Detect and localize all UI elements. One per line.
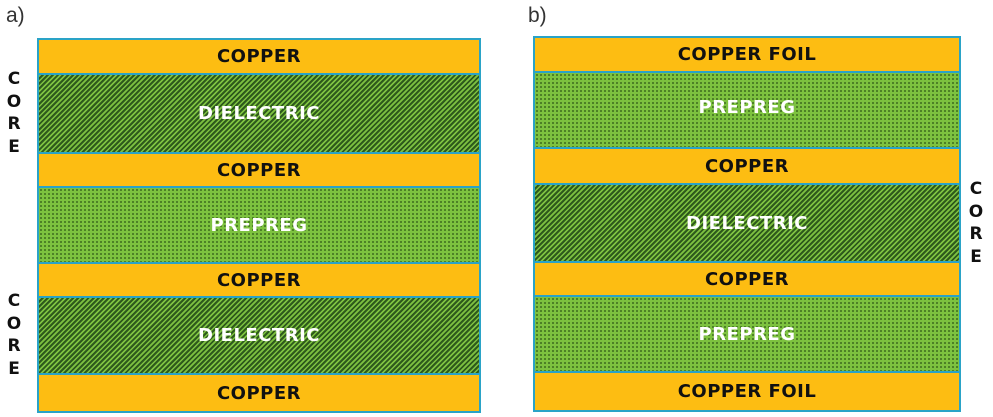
layer-dielectric: DIELECTRIC [535, 185, 959, 261]
layer-prepreg: PREPREG [535, 297, 959, 371]
layer-copper: COPPER [39, 40, 479, 73]
layer-prepreg: PREPREG [535, 73, 959, 147]
layer-dielectric: DIELECTRIC [39, 75, 479, 152]
layer-copper-foil: COPPER FOIL [535, 38, 959, 71]
layer-copper: COPPER [39, 375, 479, 411]
layer-divider [39, 373, 479, 375]
layer-divider [39, 152, 479, 154]
core-letter: O [6, 313, 22, 334]
layer-copper: COPPER [39, 264, 479, 296]
layer-prepreg: PREPREG [39, 188, 479, 262]
layer-copper: COPPER [39, 154, 479, 186]
layer-copper: COPPER [535, 149, 959, 183]
layer-divider [535, 147, 959, 149]
core-letter: E [8, 358, 20, 379]
layer-divider [39, 262, 479, 264]
layer-stack-b: COPPER FOIL PREPREG COPPER DIELECTRIC CO… [533, 36, 961, 412]
layer-divider [39, 73, 479, 75]
core-letter: R [7, 114, 21, 134]
layer-dielectric: DIELECTRIC [39, 298, 479, 373]
layer-copper-foil: COPPER FOIL [535, 373, 959, 410]
core-letter: R [7, 336, 21, 356]
layer-copper: COPPER [535, 263, 959, 295]
core-letter: E [970, 246, 982, 267]
layer-divider [39, 296, 479, 298]
core-letter: E [8, 136, 20, 157]
layer-divider [39, 186, 479, 188]
core-letter: O [968, 201, 984, 222]
layer-divider [535, 261, 959, 263]
core-letter: C [969, 179, 983, 199]
core-letter: C [7, 69, 21, 89]
panel-b-label: b) [528, 4, 547, 27]
core-letter: O [6, 91, 22, 112]
core-letter: C [7, 291, 21, 311]
layer-divider [535, 371, 959, 373]
layer-divider [535, 295, 959, 297]
layer-divider [535, 71, 959, 73]
layer-divider [535, 183, 959, 185]
core-letter: R [969, 224, 983, 244]
layer-stack-a: COPPER DIELECTRIC COPPER PREPREG COPPER … [37, 38, 481, 413]
panel-a-label: a) [6, 4, 25, 27]
